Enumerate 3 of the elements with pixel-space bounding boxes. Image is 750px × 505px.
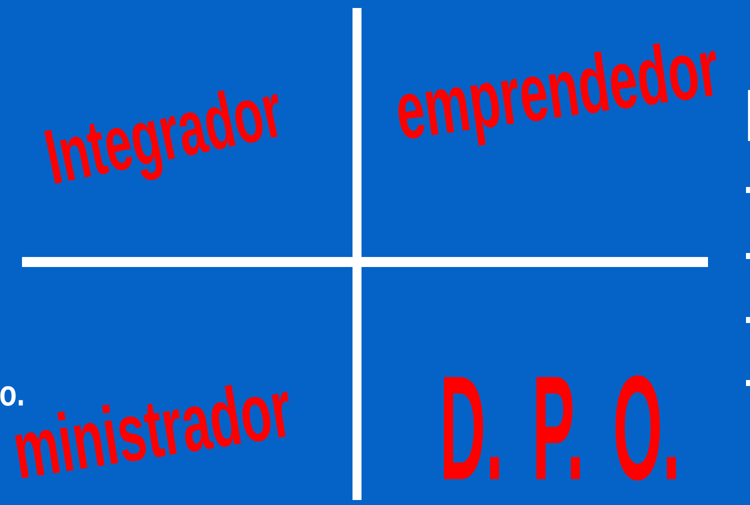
quadrant-title: Integrador: [44, 90, 279, 184]
quadrant-title: emprendedor: [398, 43, 716, 146]
quadrant-title: D. P. O.: [444, 375, 676, 481]
